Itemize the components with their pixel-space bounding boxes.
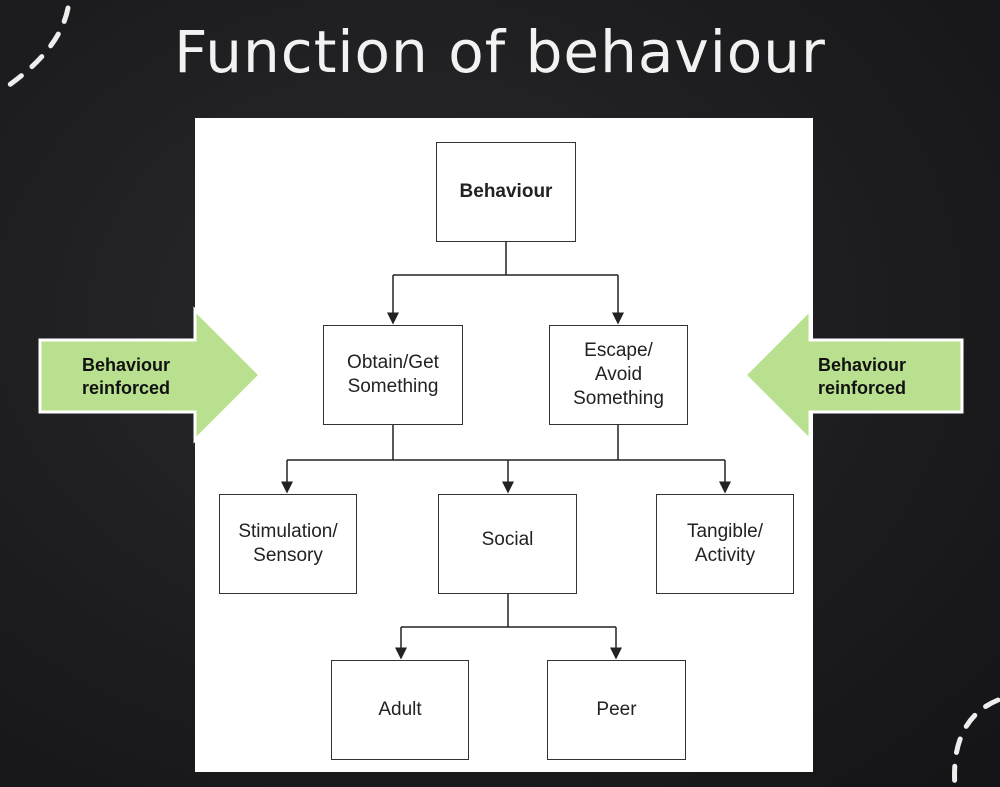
- left-reinforced-arrow: [38, 306, 263, 444]
- node-behaviour: Behaviour: [436, 142, 576, 242]
- node-adult: Adult: [331, 660, 469, 760]
- node-social: Social: [438, 494, 577, 594]
- right-reinforced-arrow: [742, 306, 964, 444]
- node-stimulation: Stimulation/ Sensory: [219, 494, 357, 594]
- node-escape: Escape/ Avoid Something: [549, 325, 688, 425]
- left-arrow-label: Behaviour reinforced: [82, 355, 171, 398]
- node-obtain: Obtain/Get Something: [323, 325, 463, 425]
- node-tangible: Tangible/ Activity: [656, 494, 794, 594]
- slide-title: Function of behaviour: [174, 18, 826, 86]
- right-arrow-label: Behaviour reinforced: [818, 355, 907, 398]
- node-peer: Peer: [547, 660, 686, 760]
